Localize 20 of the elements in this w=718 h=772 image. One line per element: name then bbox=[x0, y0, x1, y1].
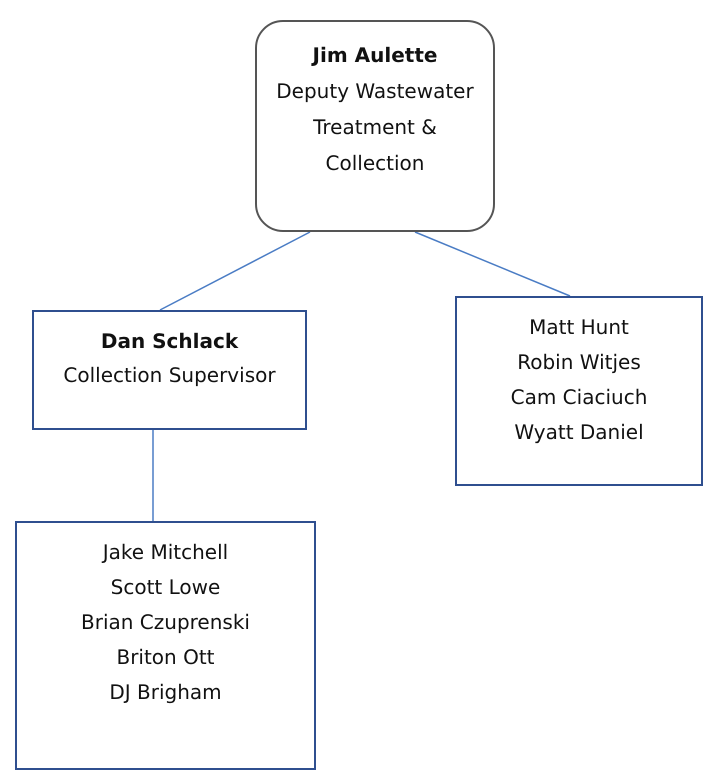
staff-name: Briton Ott bbox=[116, 644, 215, 671]
staff-name: Matt Hunt bbox=[529, 314, 629, 341]
staff-box bbox=[15, 521, 316, 770]
staff-name: DJ Brigham bbox=[109, 679, 222, 706]
connector-line bbox=[160, 231, 310, 311]
staff-name: Scott Lowe bbox=[110, 574, 220, 601]
job-title: Deputy Wastewater Treatment & Collection bbox=[275, 78, 475, 177]
staff-box bbox=[455, 296, 703, 486]
staff-name: Robin Witjes bbox=[517, 349, 641, 376]
staff-name: Jake Mitchell bbox=[102, 539, 228, 566]
staff-name: Brian Czuprenski bbox=[81, 609, 250, 636]
role-box bbox=[255, 20, 495, 232]
person-name: Jim Aulette bbox=[312, 42, 438, 69]
person-name: Dan Schlack bbox=[100, 328, 238, 355]
staff-name: Wyatt Daniel bbox=[514, 419, 644, 446]
job-title: Collection Supervisor bbox=[63, 362, 276, 389]
connector-line bbox=[152, 430, 154, 521]
staff-name: Cam Ciaciuch bbox=[510, 384, 648, 411]
staff-box bbox=[32, 310, 307, 430]
connector-line bbox=[414, 231, 570, 297]
